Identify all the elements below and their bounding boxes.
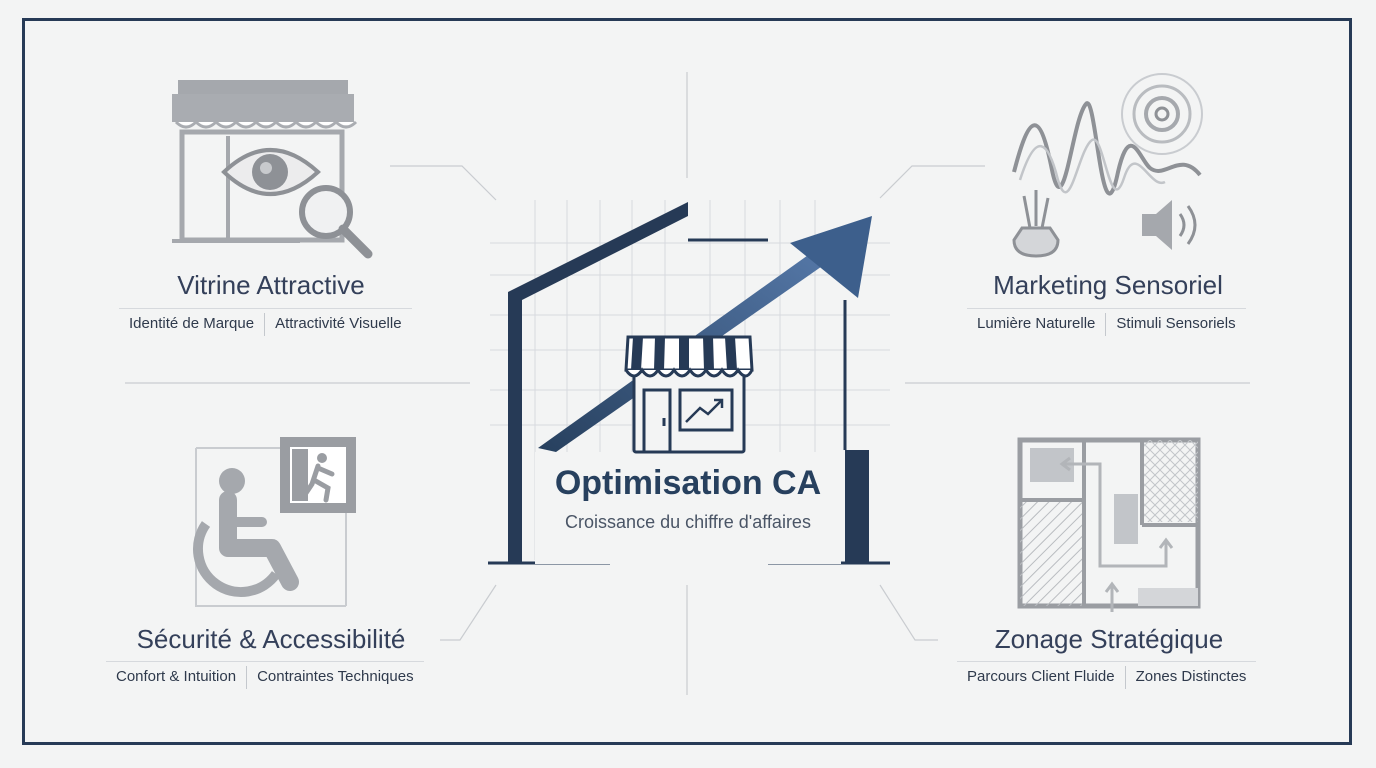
wheelchair-emergency-exit-icon [192, 437, 356, 607]
center-subtitle: Croissance du chiffre d'affaires [565, 512, 811, 532]
sound-wave-diffuser-speaker-icon [1012, 73, 1203, 258]
shop-icon [624, 335, 754, 454]
storefront-eye-magnifier-icon [172, 80, 373, 259]
node-title-marketing: Marketing Sensoriel [993, 270, 1223, 300]
connector-lines [125, 72, 1250, 695]
node-tags-securite: Confort & Intuition Contraintes Techniqu… [106, 661, 424, 689]
diagram-frame [22, 18, 1352, 745]
floor-plan-icon [1017, 437, 1201, 612]
tag-contraintes-techniques: Contraintes Techniques [246, 666, 424, 689]
center-label-panel [535, 452, 841, 564]
node-tags-marketing: Lumière Naturelle Stimuli Sensoriels [967, 308, 1246, 336]
tag-zones-distinctes: Zones Distinctes [1124, 666, 1257, 689]
tag-parcours-client: Parcours Client Fluide [967, 668, 1115, 685]
node-tags-vitrine: Identité de Marque Attractivité Visuelle [119, 308, 412, 336]
center-title: Optimisation CA [554, 464, 822, 502]
node-title-zonage: Zonage Stratégique [994, 624, 1224, 654]
tag-stimuli-sensoriels: Stimuli Sensoriels [1105, 313, 1245, 336]
tag-identite-marque: Identité de Marque [129, 315, 255, 332]
node-title-securite: Sécurité & Accessibilité [136, 624, 406, 654]
tag-confort-intuition: Confort & Intuition [116, 668, 237, 685]
tag-attractivite-visuelle: Attractivité Visuelle [264, 313, 411, 336]
tag-lumiere-naturelle: Lumière Naturelle [977, 315, 1096, 332]
node-title-vitrine: Vitrine Attractive [177, 270, 365, 300]
node-tags-zonage: Parcours Client Fluide Zones Distinctes [957, 661, 1257, 689]
